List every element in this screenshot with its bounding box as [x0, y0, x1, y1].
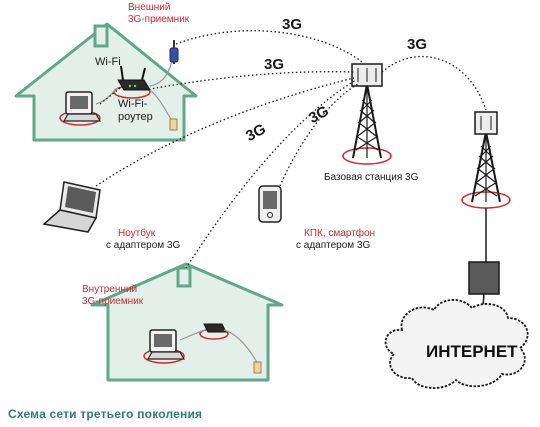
base-station-tower-icon — [342, 63, 392, 165]
relay-tower-icon — [461, 111, 511, 209]
pda-label: КПК, смартфон с адаптером 3G — [296, 228, 376, 251]
link-label-3g: 3G — [282, 16, 303, 33]
upper-computer-icon — [59, 91, 102, 126]
cloud-icon — [384, 299, 529, 389]
socket-icon — [169, 118, 178, 131]
lower-computer-icon — [143, 329, 186, 364]
internet-label: ИНТЕРНЕТ — [426, 342, 518, 361]
internal-receiver-label: Внутренний 3G-приемник — [82, 284, 144, 307]
external-receiver-label: Внешний 3G-приемник — [128, 2, 190, 25]
socket-icon — [253, 361, 262, 374]
smartphone-icon — [258, 185, 282, 223]
laptop-label: Ноутбук с адаптером 3G — [106, 228, 181, 251]
internal-receiver-icon — [199, 323, 229, 340]
laptop-icon — [42, 181, 101, 233]
wireless-links — [95, 30, 487, 269]
antenna-icon — [169, 40, 179, 64]
wifi-label: Wi-Fi — [95, 56, 121, 68]
gateway-box-icon — [468, 261, 500, 295]
link-label-3g: 3G — [264, 56, 285, 73]
base-station-label: Базовая станция 3G — [324, 172, 419, 183]
upper-house — [14, 22, 198, 142]
diagram-caption: Схема сети третьего поколения — [8, 407, 203, 421]
lower-house — [90, 262, 284, 382]
router-label: Wi-Fi- роутер — [118, 98, 153, 123]
link-label-3g: 3G — [407, 36, 428, 53]
